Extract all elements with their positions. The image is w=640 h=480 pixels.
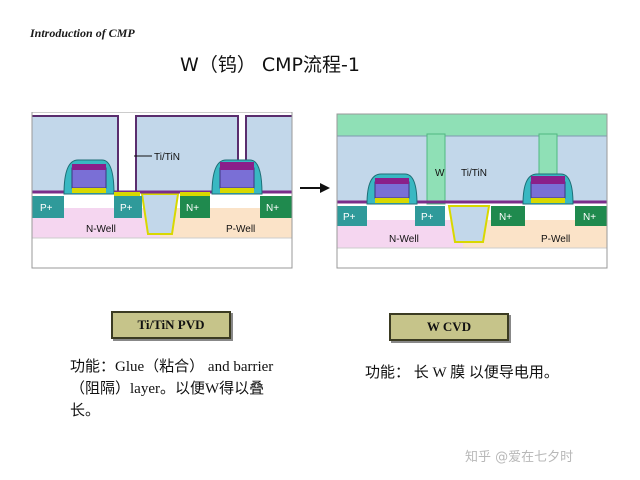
- n-plus-region-2: [260, 196, 292, 218]
- ti-tin-label: Ti/TiN: [154, 152, 180, 163]
- ti-tin-label: Ti/TiN: [461, 168, 487, 179]
- p-plus-region-1: [337, 206, 367, 226]
- step-label-w-cvd: W CVD: [389, 313, 509, 341]
- caption-w-cvd: 功能： 长 W 膜 以便导电用。: [365, 365, 559, 381]
- process-arrow: [300, 183, 330, 193]
- gate-oxide-2: [531, 198, 565, 203]
- gate-poly-2: [219, 167, 255, 189]
- diagram-frame: [336, 113, 608, 269]
- n-plus-region-1: [180, 196, 210, 218]
- p-plus-label-2: P+: [120, 203, 133, 214]
- gate-cap-1: [72, 164, 106, 170]
- left-cross-section-diagram: Ti/TiN P+ P+ N+ N+ N-Well P-Well: [31, 112, 293, 269]
- nwell-label: N-Well: [86, 224, 116, 235]
- n-plus-region-2: [575, 206, 607, 226]
- trench-isolation: [447, 205, 491, 243]
- step-label-ti-tin-pvd: Ti/TiN PVD: [111, 311, 231, 339]
- p-plus-region-1: [32, 196, 64, 218]
- nwell-label: N-Well: [389, 234, 419, 245]
- gate-poly-2: [530, 181, 566, 199]
- p-plus-label-1: P+: [343, 212, 356, 223]
- watermark: 知乎 @爱在七夕时: [465, 450, 574, 465]
- n-plus-label-2: N+: [583, 212, 596, 223]
- substrate-base: [336, 247, 608, 269]
- substrate-base: [31, 237, 293, 269]
- p-plus-label-2: P+: [421, 212, 434, 223]
- gate-oxide-2: [220, 188, 254, 193]
- right-cross-section-diagram: W Ti/TiN P+ P+ N+ N+ N-Well P-Well: [336, 113, 608, 269]
- page-title-text: W（钨） CMP流程-1: [180, 54, 360, 76]
- tungsten-blanket: [336, 113, 608, 137]
- n-plus-label-2: N+: [266, 203, 279, 214]
- contact-hole-1: [118, 112, 136, 192]
- tungsten-plug-1: [426, 133, 446, 205]
- gate-oxide-1: [72, 188, 106, 193]
- page-title: W（钨） CMP流程-1: [0, 50, 640, 77]
- gate-cap-2: [531, 176, 565, 184]
- header-text: Introduction of CMP: [30, 26, 135, 40]
- silicide-strip-2: [180, 192, 210, 196]
- p-plus-region-2: [114, 196, 142, 218]
- n-plus-label-1: N+: [499, 212, 512, 223]
- diagram-frame: [31, 112, 293, 269]
- pwell-label: P-Well: [541, 234, 570, 245]
- gate-poly-1: [71, 167, 107, 189]
- p-plus-region-2: [415, 206, 445, 226]
- silicide-strip-1: [114, 192, 140, 196]
- w-label: W: [435, 168, 445, 179]
- gate-oxide-1: [375, 198, 409, 203]
- pwell-label: P-Well: [226, 224, 255, 235]
- n-plus-label-1: N+: [186, 203, 199, 214]
- n-plus-region-1: [491, 206, 525, 226]
- contact-hole-2: [238, 112, 246, 192]
- gate-poly-1: [374, 181, 410, 199]
- caption-ti-tin-pvd: 功能：Glue（粘合） and barrier （阻隔）layer。以便W得以叠…: [70, 359, 274, 419]
- gate-cap-1: [375, 178, 409, 184]
- trench-isolation: [140, 193, 180, 235]
- gate-cap-2: [220, 162, 254, 170]
- p-plus-label-1: P+: [40, 203, 53, 214]
